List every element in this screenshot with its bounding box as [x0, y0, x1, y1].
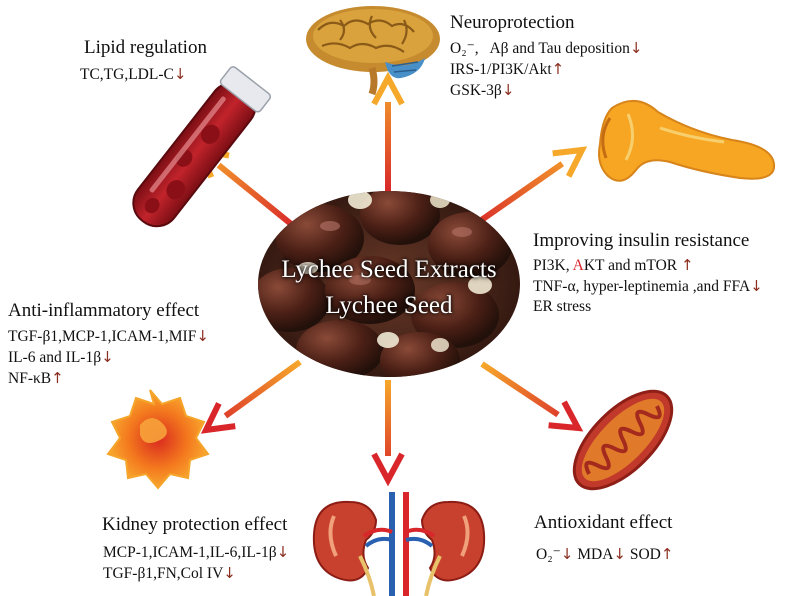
down-arrow-icon: ↓: [276, 543, 290, 561]
lipid-line-1: TC,TG,LDL-C↓: [80, 64, 207, 85]
up-arrow-icon: ↑: [551, 60, 565, 78]
up-arrow-icon: ↑: [660, 545, 674, 563]
inflammatory-block: Anti-inflammatory effect TGF-β1,MCP-1,IC…: [8, 300, 209, 389]
kidney-markers: MCP-1,ICAM-1,IL-6,IL-1β: [103, 544, 277, 561]
kidney-title: Kidney protection effect: [102, 514, 288, 535]
down-arrow-icon: ↓: [613, 545, 626, 563]
neuro-line-1: O₂⁻, Aβ and Tau deposition↓: [450, 38, 642, 59]
arrow-to-brain: [371, 71, 405, 192]
brain-icon: [306, 6, 440, 96]
down-arrow-icon: ↓: [629, 39, 643, 57]
lipid-markers: TC,TG,LDL-C: [80, 66, 174, 83]
down-arrow-icon: ↓: [501, 81, 515, 99]
insulin-block: Improving insulin resistance PI3K, AKT a…: [533, 230, 763, 317]
neuroprotection-block: Neuroprotection O₂⁻, Aβ and Tau depositi…: [450, 12, 642, 101]
lipid-title: Lipid regulation: [84, 37, 207, 58]
pancreas-icon: [598, 100, 776, 182]
down-arrow-icon: ↓: [101, 348, 114, 366]
inflammatory-title: Anti-inflammatory effect: [8, 300, 200, 321]
insulin-er-stress: ER stress: [533, 298, 592, 315]
insulin-tnf: TNF-α, hyper-leptinemia ,and FFA: [533, 278, 751, 295]
insulin-akt-a: A: [572, 257, 584, 274]
kidneys-icon: [312, 492, 486, 596]
neuro-line-3: GSK-3β↓: [450, 80, 642, 101]
up-arrow-icon: ↑: [681, 256, 694, 274]
insulin-pi3k: PI3K,: [533, 257, 573, 274]
center-title: Lychee Seed Extracts Lychee Seed: [258, 252, 520, 332]
antiox-line-1: O₂⁻↓ MDA↓ SOD↑: [536, 544, 673, 565]
lychee-seed-photo: [258, 191, 520, 377]
inflam-markers: TGF-β1,MCP-1,ICAM-1,MIF: [8, 328, 197, 345]
antioxidant-title: Antioxidant effect: [534, 512, 673, 533]
down-arrow-icon: ↓: [196, 327, 209, 345]
inflam-line-3: NF-κB↑: [8, 368, 209, 389]
mitochondrion-icon: [572, 389, 674, 491]
insulin-line-1: PI3K, AKT and mTOR ↑: [533, 255, 763, 276]
inflammatory-cell-icon: [106, 389, 210, 490]
insulin-title: Improving insulin resistance: [533, 230, 750, 251]
center-title-line2: Lychee Seed: [325, 292, 453, 319]
neuro-line-2: IRS-1/PI3K/Akt↑: [450, 59, 642, 80]
inflam-nfkb: NF-κB: [8, 370, 52, 387]
arrow-to-inflam: [200, 359, 302, 434]
inflam-il: IL-6 and IL-1β: [8, 349, 102, 366]
lipid-block: Lipid regulation TC,TG,LDL-C↓: [80, 37, 207, 85]
kidney-lines: MCP-1,ICAM-1,IL-6,IL-1β↓ TGF-β1,FN,Col I…: [103, 542, 289, 584]
neuroprotection-title: Neuroprotection: [450, 12, 575, 33]
insulin-akt-mtor: KT and mTOR: [583, 257, 678, 274]
insulin-line-3: ER stress: [533, 297, 763, 317]
antiox-mda: MDA: [577, 546, 614, 563]
kidney-line-2: TGF-β1,FN,Col IV↓: [103, 563, 289, 584]
inflam-line-1: TGF-β1,MCP-1,ICAM-1,MIF↓: [8, 326, 209, 347]
blood-tube-icon: [132, 66, 272, 228]
antiox-superoxide: O₂⁻: [536, 546, 561, 563]
neuro-gsk3b: GSK-3β: [450, 82, 502, 99]
arrow-to-kidney: [371, 380, 405, 487]
neuro-irs1: IRS-1/PI3K/Akt: [450, 61, 552, 78]
neuro-superoxide: O₂⁻,: [450, 40, 479, 57]
down-arrow-icon: ↓: [750, 277, 763, 295]
kidney-block: Kidney protection effect: [102, 514, 287, 536]
insulin-line-2: TNF-α, hyper-leptinemia ,and FFA↓: [533, 276, 763, 297]
neuro-abeta-tau: Aβ and Tau deposition: [489, 40, 630, 57]
center-title-line1: Lychee Seed Extracts: [281, 256, 497, 283]
kidney-line-1: MCP-1,ICAM-1,IL-6,IL-1β↓: [103, 542, 289, 563]
effect-arrows: [195, 71, 588, 487]
arrow-to-antiox: [480, 361, 584, 432]
down-arrow-icon: ↓: [173, 65, 187, 83]
kidney-fibrosis: TGF-β1,FN,Col IV: [103, 565, 224, 582]
inflam-line-2: IL-6 and IL-1β↓: [8, 347, 209, 368]
down-arrow-icon: ↓: [223, 564, 236, 582]
up-arrow-icon: ↑: [51, 369, 64, 387]
antiox-sod: SOD: [629, 546, 661, 563]
arrow-to-insulin: [468, 146, 588, 231]
antioxidant-block: Antioxidant effect O₂⁻↓ MDA↓ SOD↑: [534, 512, 673, 565]
down-arrow-icon: ↓: [560, 545, 574, 563]
